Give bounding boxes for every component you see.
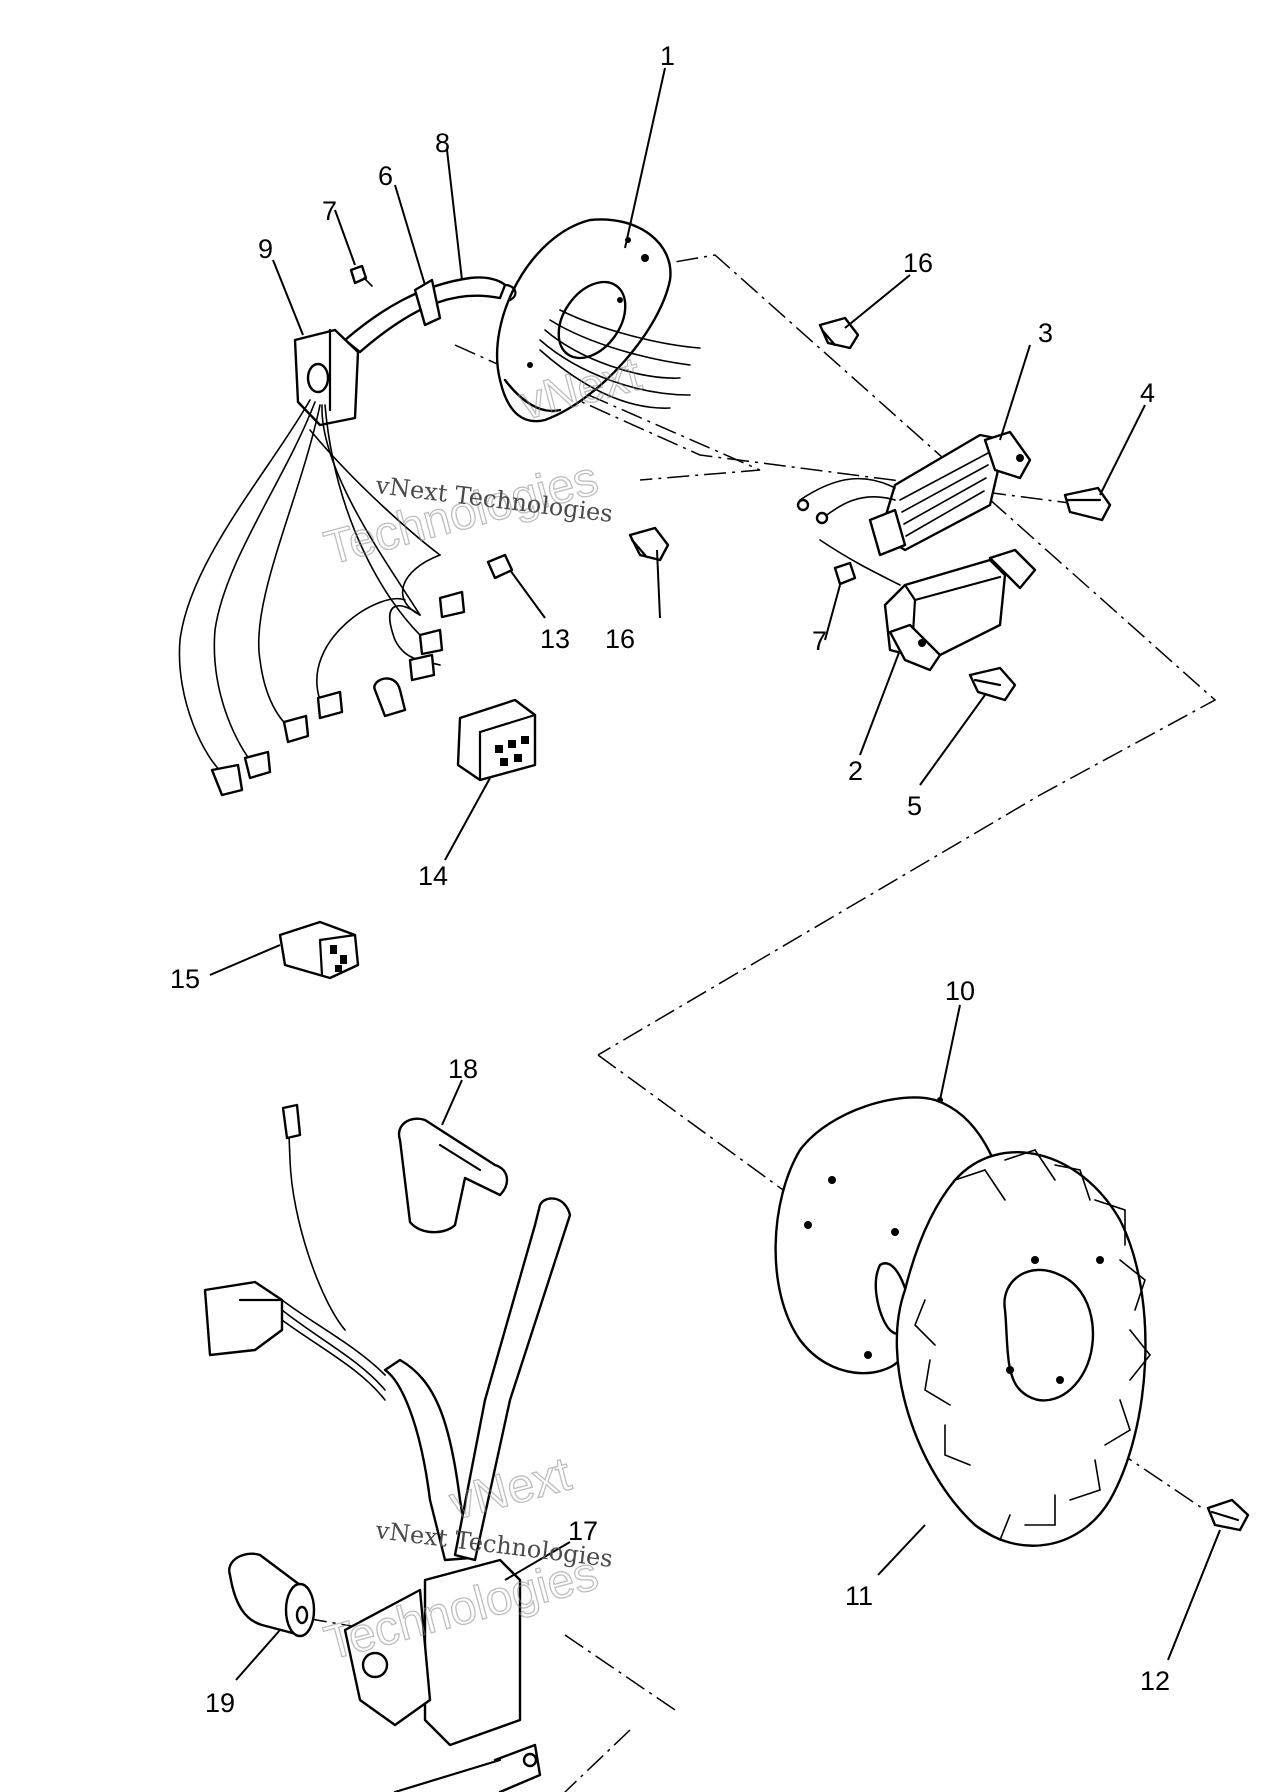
screw-part-5	[968, 666, 1017, 702]
connector-part-14	[456, 698, 537, 782]
callout-11: 11	[845, 1581, 873, 1611]
leader-lines	[209, 67, 1221, 1681]
callout-1: 1	[660, 41, 675, 71]
callout-3: 3	[1038, 318, 1053, 348]
callout-9: 9	[258, 234, 273, 264]
wire-terminals	[210, 590, 466, 797]
screw-part-16-lower	[628, 526, 670, 562]
callout-4: 4	[1140, 378, 1155, 408]
callout-17: 17	[568, 1516, 598, 1546]
callout-14: 14	[418, 861, 448, 891]
svg-text:vNext: vNext	[444, 1448, 576, 1531]
screw-part-7-lower	[833, 561, 857, 586]
callout-16-upper: 16	[903, 248, 933, 278]
grommet-part-9	[293, 328, 360, 427]
screw-part-12	[1206, 1498, 1250, 1532]
callout-8: 8	[435, 128, 450, 158]
callout-7-lower: 7	[812, 626, 827, 656]
terminal-part-13	[486, 553, 514, 580]
callout-2: 2	[848, 756, 863, 786]
callout-15: 15	[170, 964, 200, 994]
cdi-module-part-2	[819, 539, 1037, 672]
callout-5: 5	[907, 791, 922, 821]
wire-leads	[178, 399, 441, 776]
callout-18: 18	[448, 1054, 478, 1084]
callout-16-lower: 16	[605, 624, 635, 654]
charge-coil-part-3	[796, 430, 1032, 557]
wire-clamp-part-6	[413, 278, 442, 327]
watermark-upper: vNext Technologies	[318, 347, 647, 576]
callout-10: 10	[945, 976, 975, 1006]
stator-base-part-1	[495, 218, 701, 423]
screw-part-4	[1063, 486, 1112, 522]
callout-7-upper: 7	[322, 196, 337, 226]
callout-6: 6	[378, 161, 393, 191]
callout-13: 13	[540, 624, 570, 654]
ignition-coil-part-17	[203, 1103, 572, 1792]
callouts: 1 2 3 4 5 6 7 7 8 9 10 11 12 13 14 15 16…	[170, 41, 1170, 1718]
callout-19: 19	[205, 1688, 235, 1718]
spark-plug-cap-part-18	[397, 1117, 509, 1234]
screw-part-7-upper	[349, 264, 373, 287]
plug-part-19	[228, 1552, 316, 1638]
callout-12: 12	[1140, 1666, 1170, 1696]
fan-part-11	[895, 1149, 1152, 1547]
connector-part-15	[278, 920, 360, 980]
